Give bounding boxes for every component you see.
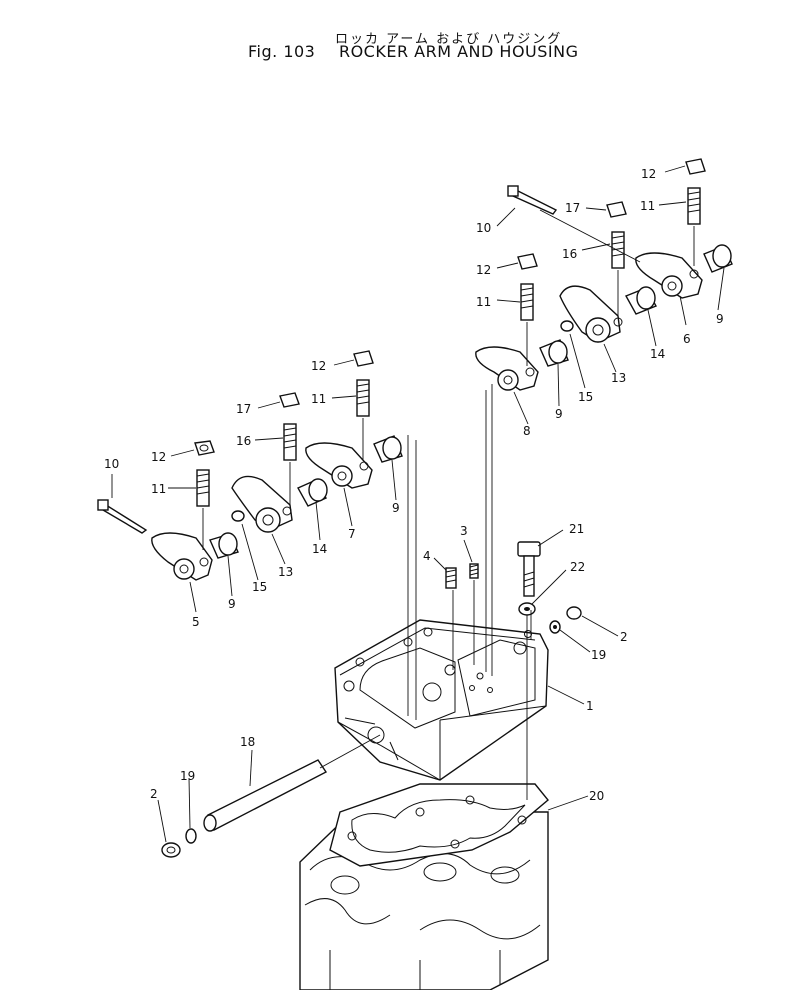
title-japanese: ロッカ アーム および ハウジング	[335, 32, 563, 47]
callout-label: 7	[348, 527, 356, 541]
rocker-arm-8	[475, 346, 539, 391]
callout-label: 22	[570, 560, 585, 574]
rocker-shaft	[203, 759, 328, 832]
callout-label: 12	[641, 167, 656, 181]
bushing-9-right-b	[703, 244, 733, 273]
nut-17-right	[606, 201, 627, 218]
callout-label: 18	[240, 735, 255, 749]
callout-label: 13	[278, 565, 293, 579]
housing-bolt	[517, 541, 541, 597]
callout-label: 11	[640, 199, 655, 213]
callout-label: 19	[591, 648, 606, 662]
callout-label: 13	[611, 371, 626, 385]
callout-label: 6	[683, 332, 691, 346]
rocker-housing	[334, 619, 549, 781]
nut-17-left	[279, 392, 300, 408]
callout-label: 12	[311, 359, 326, 373]
head-cover-gasket	[329, 783, 549, 867]
washer-right	[549, 620, 561, 634]
spacer-15-left	[231, 510, 245, 522]
callout-label: 9	[228, 597, 236, 611]
callout-label: 12	[476, 263, 491, 277]
callout-label: 9	[555, 407, 563, 421]
callout-label: 5	[192, 615, 200, 629]
washer-left	[185, 828, 197, 844]
plug-left	[161, 842, 181, 858]
rocker-arm-6	[635, 252, 703, 299]
callout-label: 12	[151, 450, 166, 464]
bushing-14-right	[625, 286, 657, 315]
figure-title: Fig. 103 ROCKER ARM AND HOUSING	[248, 42, 579, 61]
bushing-9-mid	[373, 435, 403, 463]
adjust-screw-11-right-a	[520, 283, 534, 321]
figure-number: Fig. 103	[248, 42, 316, 61]
callout-label: 10	[104, 457, 119, 471]
adjust-screw-11-mid	[356, 379, 370, 417]
nut-12-mid	[353, 350, 374, 367]
adjust-screw-16-right	[611, 231, 625, 269]
callout-label: 9	[392, 501, 400, 515]
bushing-9-right-a	[539, 339, 569, 367]
adjust-screw-11-right-b	[687, 187, 701, 225]
callout-label: 11	[151, 482, 166, 496]
callout-label: 2	[150, 787, 158, 801]
adjust-screw-16-left	[283, 423, 297, 461]
callout-label: 10	[476, 221, 491, 235]
callout-label: 3	[460, 524, 468, 538]
figure-caption: ROCKER ARM AND HOUSING	[338, 42, 579, 61]
nut-12-left	[194, 440, 215, 456]
callout-labels: 12 17 11 10 16 6 9 12 11 15 13 14 8 9 12…	[104, 167, 724, 803]
rocker-arm-5	[151, 532, 213, 581]
plug-right	[566, 606, 582, 620]
nut-12-right-a	[517, 253, 538, 270]
rocker-arm-13-right	[559, 285, 623, 343]
callout-label: 19	[180, 769, 195, 783]
callout-label: 17	[236, 402, 251, 416]
callout-label: 14	[650, 347, 665, 361]
stud-3	[469, 563, 479, 579]
screw-10-left	[97, 499, 148, 534]
stud-4	[445, 567, 457, 589]
rocker-arm-13-left	[231, 475, 293, 533]
nut-12-right-b	[685, 158, 706, 175]
callout-label: 14	[312, 542, 327, 556]
leader-lines	[111, 165, 725, 843]
callout-label: 16	[236, 434, 251, 448]
rocker-arm-7	[305, 442, 373, 489]
callout-label: 11	[311, 392, 326, 406]
bushing-14-left	[297, 478, 328, 507]
callout-label: 21	[569, 522, 584, 536]
callout-label: 20	[589, 789, 604, 803]
screw-10-right	[507, 185, 558, 215]
callout-label: 4	[423, 549, 431, 563]
bolt-washer	[518, 602, 536, 616]
callout-label: 8	[523, 424, 531, 438]
callout-label: 15	[578, 390, 593, 404]
callout-label: 1	[586, 699, 594, 713]
callout-label: 2	[620, 630, 628, 644]
callout-label: 17	[565, 201, 580, 215]
spacer-15-right	[560, 320, 574, 332]
callout-label: 9	[716, 312, 724, 326]
bushing-9-left	[209, 532, 239, 559]
adjust-screw-11-left	[196, 469, 210, 507]
callout-label: 11	[476, 295, 491, 309]
callout-label: 16	[562, 247, 577, 261]
callout-label: 15	[252, 580, 267, 594]
